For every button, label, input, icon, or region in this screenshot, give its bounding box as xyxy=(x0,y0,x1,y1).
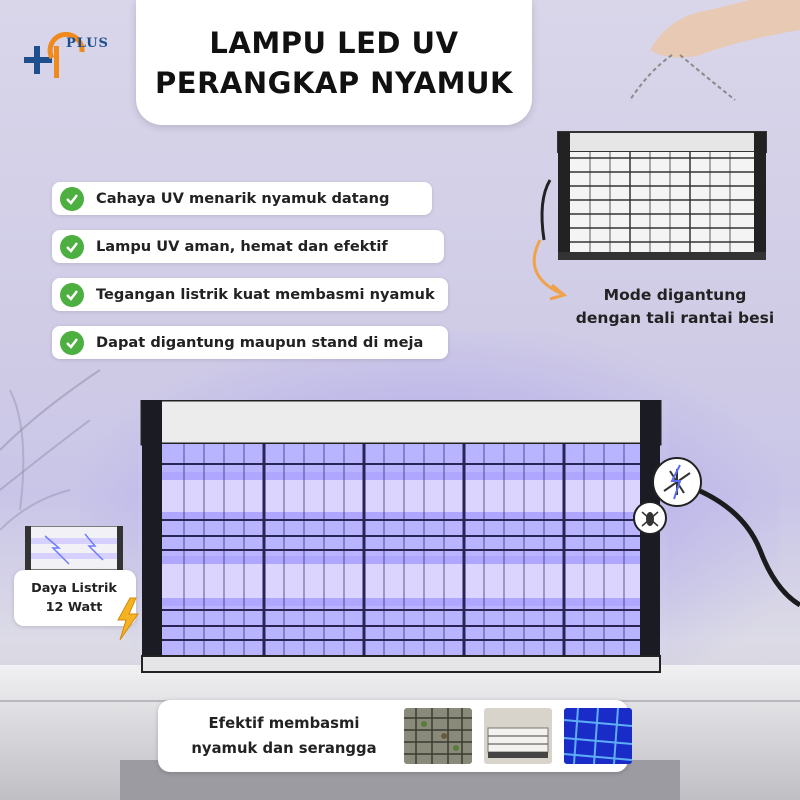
mosquito-zap-icon xyxy=(652,457,702,507)
effectiveness-line-2: nyamuk dan serangga xyxy=(191,740,377,757)
power-card: Daya Listrik 12 Watt xyxy=(14,570,136,626)
feature-text-3: Tegangan listrik kuat membasmi nyamuk xyxy=(96,286,435,303)
hanging-mode-label: Mode digantung dengan tali rantai besi xyxy=(560,284,790,330)
feature-text-1: Cahaya UV menarik nyamuk datang xyxy=(96,190,390,207)
check-icon xyxy=(60,330,84,355)
feature-item-2: Lampu UV aman, hemat dan efektif xyxy=(52,230,444,263)
effectiveness-line-1: Efektif membasmi xyxy=(208,715,360,732)
thumbnail-insects-grid xyxy=(404,708,472,764)
power-cable xyxy=(669,477,800,608)
feature-item-3: Tegangan listrik kuat membasmi nyamuk xyxy=(52,278,448,311)
mosquito-icon xyxy=(633,501,667,535)
title-card: LAMPU LED UV PERANGKAP NYAMUK xyxy=(136,0,532,125)
check-icon xyxy=(60,234,84,259)
title-line-2: PERANGKAP NYAMUK xyxy=(155,65,513,100)
lightning-icon xyxy=(117,597,139,641)
check-icon xyxy=(60,186,84,211)
power-line-1: Daya Listrik xyxy=(31,581,117,596)
feature-item-4: Dapat digantung maupun stand di meja xyxy=(52,326,448,359)
small-lamp-thumbnail xyxy=(25,526,123,570)
hanging-mode-line-1: Mode digantung xyxy=(603,286,747,304)
hanging-lamp-image xyxy=(540,0,800,260)
brand-logo-icon xyxy=(24,31,85,78)
feature-text-4: Dapat digantung maupun stand di meja xyxy=(96,334,424,351)
brand-logo-text: PLUS xyxy=(66,36,109,51)
effectiveness-label: Efektif membasmi nyamuk dan serangga xyxy=(170,711,398,761)
thumbnail-uv-closeup xyxy=(564,708,632,764)
check-icon xyxy=(60,282,84,307)
title-line-1: LAMPU LED UV xyxy=(209,25,459,60)
feature-text-2: Lampu UV aman, hemat dan efektif xyxy=(96,238,388,255)
plant-leaves-decoration xyxy=(0,369,101,531)
orange-arrow-icon xyxy=(532,239,568,301)
feature-item-1: Cahaya UV menarik nyamuk datang xyxy=(52,182,432,215)
thumbnail-lamp-tray xyxy=(484,708,552,764)
effectiveness-card: Efektif membasmi nyamuk dan serangga xyxy=(158,700,632,772)
hanging-mode-line-2: dengan tali rantai besi xyxy=(575,309,775,327)
uv-lamp-image xyxy=(138,400,668,675)
power-label: Daya Listrik 12 Watt xyxy=(22,579,126,617)
power-line-2: 12 Watt xyxy=(45,600,103,615)
